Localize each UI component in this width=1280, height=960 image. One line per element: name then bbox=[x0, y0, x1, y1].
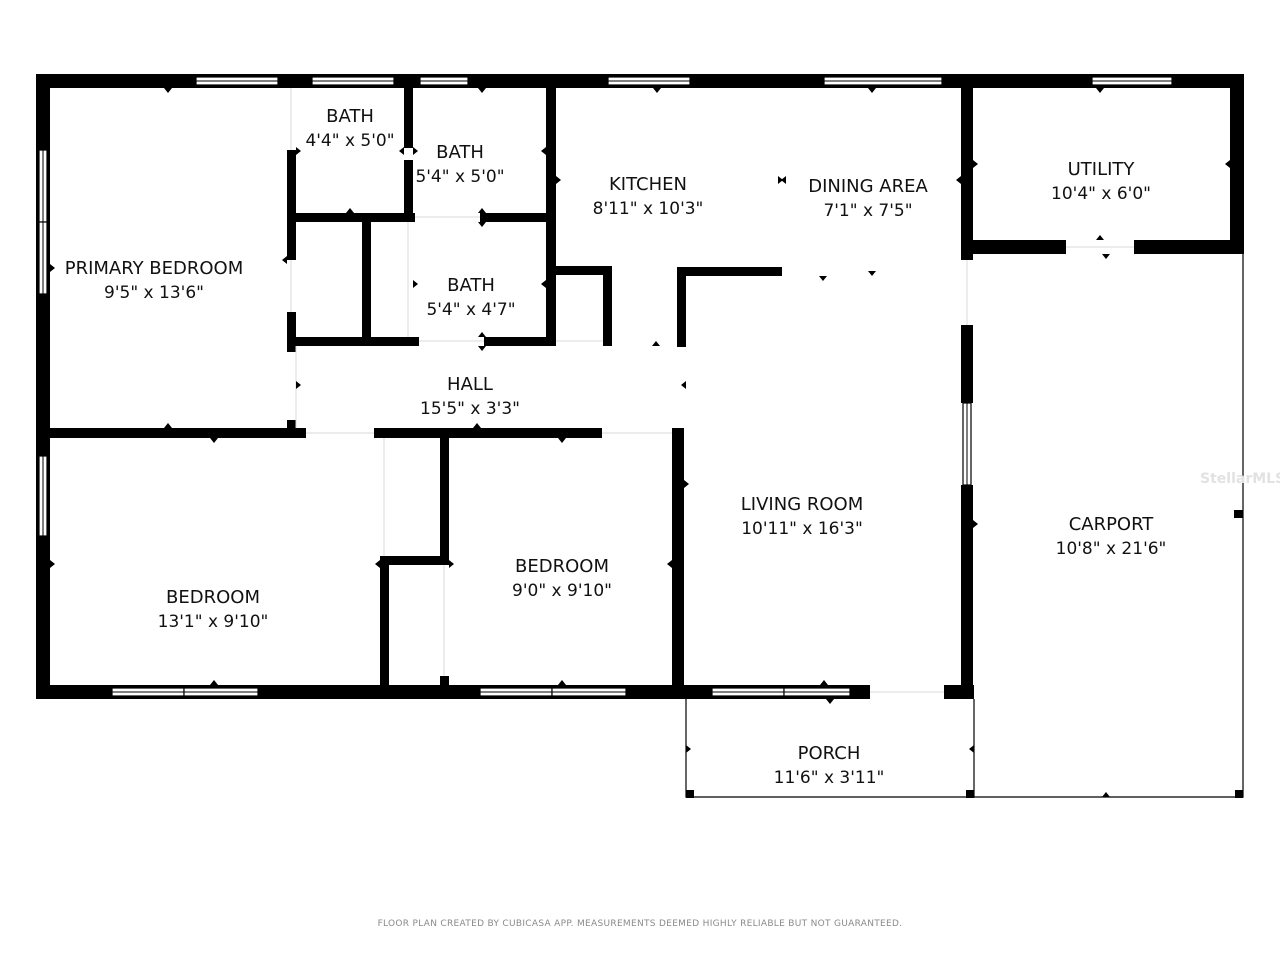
porch-name: PORCH bbox=[798, 743, 861, 764]
wall-pantry-right bbox=[603, 266, 612, 346]
bedroom-2-name: BEDROOM bbox=[515, 556, 609, 577]
utility-dim: 10'4" x 6'0" bbox=[1051, 184, 1151, 204]
wall-utility-bottom-left bbox=[962, 240, 1066, 254]
wall-primary-bottom bbox=[36, 428, 306, 438]
wall-kitchen-left bbox=[546, 88, 556, 346]
wall-primary-right-top bbox=[287, 150, 296, 260]
wall-living-left bbox=[672, 428, 684, 699]
bath-3-name: BATH bbox=[447, 275, 495, 296]
bath-1-name: BATH bbox=[326, 106, 374, 127]
porch-post-right bbox=[966, 790, 974, 798]
porch-dim: 11'6" x 3'11" bbox=[774, 768, 885, 788]
carport-post-mid bbox=[1234, 510, 1243, 518]
wall-primary-right-bottom bbox=[287, 420, 296, 438]
carport-post bbox=[1235, 790, 1243, 798]
wall-closet-divider bbox=[362, 213, 371, 346]
watermark: StellarMLS bbox=[1200, 471, 1280, 487]
wall-bath1-right bbox=[404, 88, 413, 148]
bath-2-dim: 5'4" x 5'0" bbox=[415, 167, 504, 187]
hall-dim: 15'5" x 3'3" bbox=[420, 399, 520, 419]
bedroom-2-dim: 9'0" x 9'10" bbox=[512, 581, 612, 601]
porch-post-left bbox=[686, 790, 694, 798]
wall-bath1-right-2 bbox=[404, 160, 413, 222]
room-labels: PRIMARY BEDROOM 9'5" x 13'6" BATH 4'4" x… bbox=[65, 106, 1167, 788]
living-room-dim: 10'11" x 16'3" bbox=[741, 519, 863, 539]
bath-1-dim: 4'4" x 5'0" bbox=[305, 131, 394, 151]
dining-area-name: DINING AREA bbox=[808, 176, 928, 197]
wall-hall-top-left bbox=[287, 337, 419, 346]
interior-walls bbox=[36, 88, 782, 699]
wall-utility-bottom-right bbox=[1134, 240, 1244, 254]
wall-bath-mid-h2 bbox=[480, 213, 556, 222]
wall-east-mid bbox=[961, 325, 973, 403]
wall-bed2-left-low bbox=[440, 676, 449, 696]
wall-kitchen-island-h bbox=[677, 267, 782, 276]
footer-disclaimer: FLOOR PLAN CREATED BY CUBICASA APP. MEAS… bbox=[377, 919, 903, 929]
bath-2-name: BATH bbox=[436, 142, 484, 163]
wall-east-upper bbox=[961, 88, 973, 260]
wall-bed2-top bbox=[374, 428, 602, 438]
wall-closet-bottom bbox=[380, 556, 449, 565]
hall-name: HALL bbox=[447, 374, 493, 395]
bedroom-1-name: BEDROOM bbox=[166, 587, 260, 608]
carport-dim: 10'8" x 21'6" bbox=[1056, 539, 1167, 559]
windows bbox=[38, 76, 1173, 697]
wall-pantry-top bbox=[546, 266, 612, 275]
wall-closet-left bbox=[380, 556, 389, 686]
wall-bed2-left bbox=[440, 434, 449, 564]
dining-area-dim: 7'1" x 7'5" bbox=[823, 201, 912, 221]
kitchen-dim: 8'11" x 10'3" bbox=[593, 199, 704, 219]
bedroom-1-dim: 13'1" x 9'10" bbox=[158, 612, 269, 632]
kitchen-name: KITCHEN bbox=[609, 174, 687, 195]
measurement-ticks bbox=[50, 88, 1230, 797]
carport-name: CARPORT bbox=[1069, 514, 1155, 535]
primary-bedroom-name: PRIMARY BEDROOM bbox=[65, 258, 244, 279]
wall-bath-mid-h bbox=[287, 213, 415, 222]
wall-primary-right-mid bbox=[287, 312, 296, 352]
thin-outlines bbox=[290, 88, 1244, 798]
wall-utility-right bbox=[1230, 74, 1244, 254]
bath-3-dim: 5'4" x 4'7" bbox=[426, 300, 515, 320]
wall-hall-top-right bbox=[484, 337, 556, 346]
utility-name: UTILITY bbox=[1068, 159, 1136, 180]
wall-east-lower bbox=[961, 485, 973, 699]
primary-bedroom-dim: 9'5" x 13'6" bbox=[104, 283, 204, 303]
living-room-name: LIVING ROOM bbox=[741, 494, 863, 515]
wall-kitchen-island-v bbox=[677, 267, 686, 347]
